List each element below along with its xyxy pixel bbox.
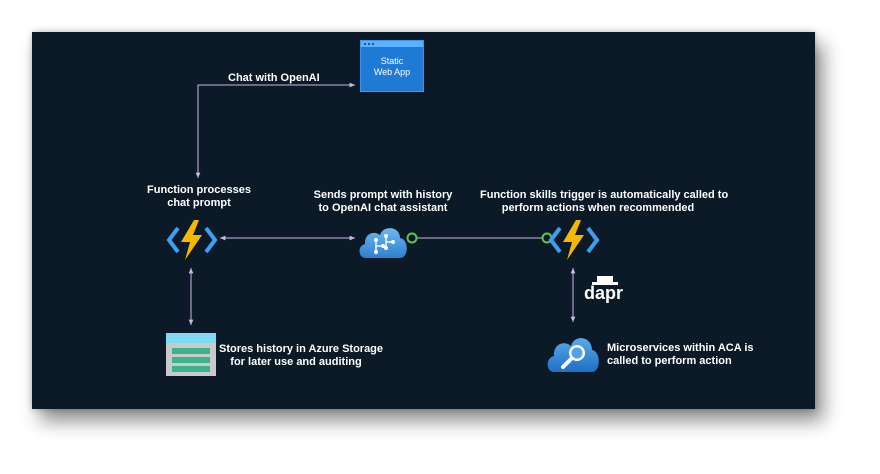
function-bolt-icon [166, 220, 218, 260]
function-right-label: Function skills trigger is automatically… [480, 189, 729, 214]
storage-table-icon [166, 333, 216, 376]
diagram-canvas [32, 32, 815, 409]
cognitive-cloud-icon [359, 228, 407, 258]
dapr-logo: dapr [584, 276, 632, 306]
dapr-hat-icon [592, 276, 618, 285]
edge-chat-to-webapp [195, 82, 355, 178]
window-bar [361, 41, 423, 47]
container-apps-search-icon [547, 338, 599, 372]
storage-label: Stores history in Azure Storage for late… [219, 343, 384, 368]
endpoint-ring-left [406, 232, 418, 244]
static-web-app-label: Static Web App [373, 56, 411, 77]
dapr-wordmark: dapr [584, 283, 624, 303]
edge-label-chat-with-openai: Chat with OpenAI [228, 72, 320, 84]
static-web-app-node: Static Web App [360, 40, 424, 92]
function-left-label: Function processes chat prompt [147, 184, 251, 209]
openai-label: Sends prompt with history to OpenAI chat… [313, 189, 453, 214]
function-bolt-icon [548, 220, 600, 260]
microservices-label: Microservices within ACA is called to pe… [607, 342, 754, 367]
